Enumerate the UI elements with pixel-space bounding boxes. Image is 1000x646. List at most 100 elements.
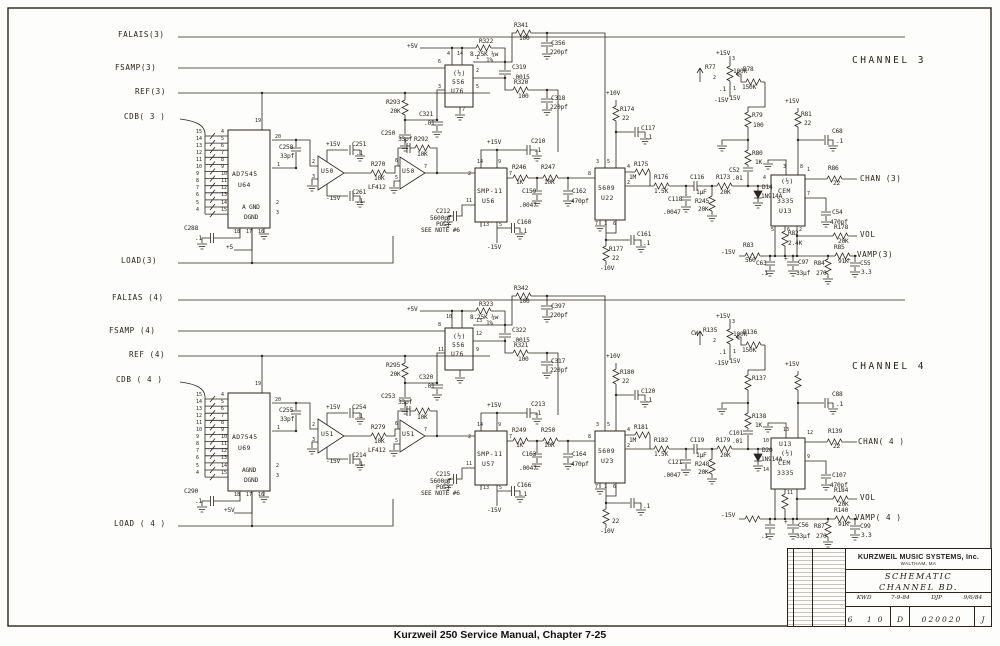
schematic-label: R84	[814, 260, 825, 267]
schematic-label: C119	[690, 437, 705, 444]
schematic-label: 11	[196, 156, 203, 163]
schematic-label: C251	[352, 141, 367, 148]
schematic-label: 1	[807, 167, 811, 173]
schematic-label: C118	[668, 196, 683, 203]
schematic-label: 2	[312, 422, 316, 428]
schematic-label: FSAMP(3)	[115, 63, 157, 72]
schematic-label: 10	[446, 314, 453, 320]
schematic-label: 100	[518, 356, 529, 363]
schematic-label: 5	[221, 398, 225, 405]
schematic-label: 22	[612, 255, 620, 262]
schematic-label: .01	[424, 120, 435, 127]
schematic-label: VAMP(3)	[857, 250, 894, 259]
schematic-label: C356	[551, 40, 566, 47]
schematic-label: .1	[520, 228, 528, 235]
schematic-label: U50	[321, 167, 334, 175]
revision-strip	[788, 549, 794, 626]
company-location: WALTHAM, MA	[900, 561, 937, 566]
schematic-label: R175	[634, 161, 649, 168]
schematic-label: 22	[833, 180, 841, 187]
schematic-label: 20	[275, 397, 282, 403]
schematic-label: 4	[221, 391, 225, 398]
schematic-label: C107	[832, 472, 847, 479]
schematic-label: 19	[255, 381, 262, 387]
schematic-label: 2	[468, 434, 472, 440]
schematic-label: .1	[356, 461, 364, 468]
schematic-label: 8	[800, 164, 804, 170]
schematic-label: .01	[424, 383, 435, 390]
schematic-label: U56	[482, 197, 495, 205]
schematic-label: C99	[860, 523, 871, 530]
schematic-label: POLY	[436, 221, 451, 228]
schematic-label: R180	[620, 369, 635, 376]
schematic-label: 1K	[516, 179, 524, 186]
schematic-label: 3.3	[861, 269, 872, 276]
schematic-label: 22	[622, 115, 630, 122]
schematic-label: 3	[596, 422, 600, 428]
schematic-label: 1N914A	[761, 456, 783, 463]
schematic-label: SMP-11	[477, 187, 503, 195]
schematic-label: R342	[514, 285, 529, 292]
schematic-label: R85	[834, 244, 845, 251]
schematic-label: 13	[221, 192, 228, 199]
schematic-label: R178	[834, 224, 849, 231]
schematic-label: R182	[654, 437, 669, 444]
drawn-date: 7-9-84	[891, 595, 910, 601]
schematic-label: 1	[476, 55, 480, 61]
schematic-label: 2	[468, 171, 472, 177]
schematic-label: -10V	[600, 265, 615, 272]
schematic-label: .1	[761, 270, 769, 277]
schematic-label: U22	[601, 194, 614, 202]
schematic-label: +	[847, 257, 851, 264]
schematic-label: 33pf	[398, 399, 413, 406]
schematic-label: 220pf	[550, 104, 568, 111]
schematic-label: +15V	[716, 313, 731, 320]
schematic-label: 7	[196, 448, 200, 455]
schematic-label: 270	[816, 270, 827, 277]
schematic-label: 11	[466, 198, 473, 204]
schematic-label: 100	[519, 35, 530, 42]
schematic-label: 8	[196, 178, 200, 185]
schematic-label: +5V	[407, 306, 418, 313]
schematic-label: -10V	[600, 528, 615, 535]
schematic-label: 8	[588, 171, 592, 177]
schematic-label: .0047	[663, 209, 681, 216]
schematic-label: R136	[743, 329, 758, 336]
schematic-label: 11	[466, 461, 473, 467]
schematic-label: 13	[196, 405, 203, 412]
schematic-label: 2	[476, 68, 480, 74]
schematic-label: 3.3	[861, 532, 872, 539]
schematic-label: R270	[371, 161, 386, 168]
schematic-label: 5	[221, 135, 225, 142]
schematic-label: R80	[752, 150, 763, 157]
schematic-label: 9	[221, 164, 225, 170]
schematic-label: 10K	[417, 414, 428, 421]
schematic-label: R248	[695, 461, 710, 468]
schematic-label: 8.25K ¼w	[470, 51, 499, 58]
schematic-label: 5609	[598, 184, 615, 192]
schematic-label: 220pf	[550, 367, 568, 374]
schematic-label: 4	[447, 51, 451, 57]
schematic-label: R181	[634, 424, 649, 431]
schematic-label: C159	[522, 188, 537, 195]
schematic-label: 5	[499, 222, 503, 228]
schematic-label: R135	[703, 327, 718, 334]
schematic-label: -15V	[726, 95, 741, 102]
schematic-label: AD7545	[232, 433, 258, 441]
schematic-label: 7	[221, 149, 225, 156]
schematic-label: .0015	[512, 74, 530, 81]
drawing-size: D	[891, 607, 910, 626]
schematic-label: 3	[783, 164, 787, 170]
schematic-label: C116	[690, 174, 705, 181]
schematic-label: R246	[512, 164, 527, 171]
schematic-label: 8	[588, 434, 592, 440]
schematic-label: 6	[613, 221, 617, 227]
schematic-label: 9	[498, 422, 502, 428]
schematic-label: .1	[534, 410, 542, 417]
schematic-label: 3	[312, 437, 316, 443]
schematic-label: 1.5K	[654, 451, 669, 458]
schematic-label: 1	[277, 162, 281, 168]
schematic-label: 17	[246, 492, 253, 498]
schematic-label: R321	[514, 342, 529, 349]
